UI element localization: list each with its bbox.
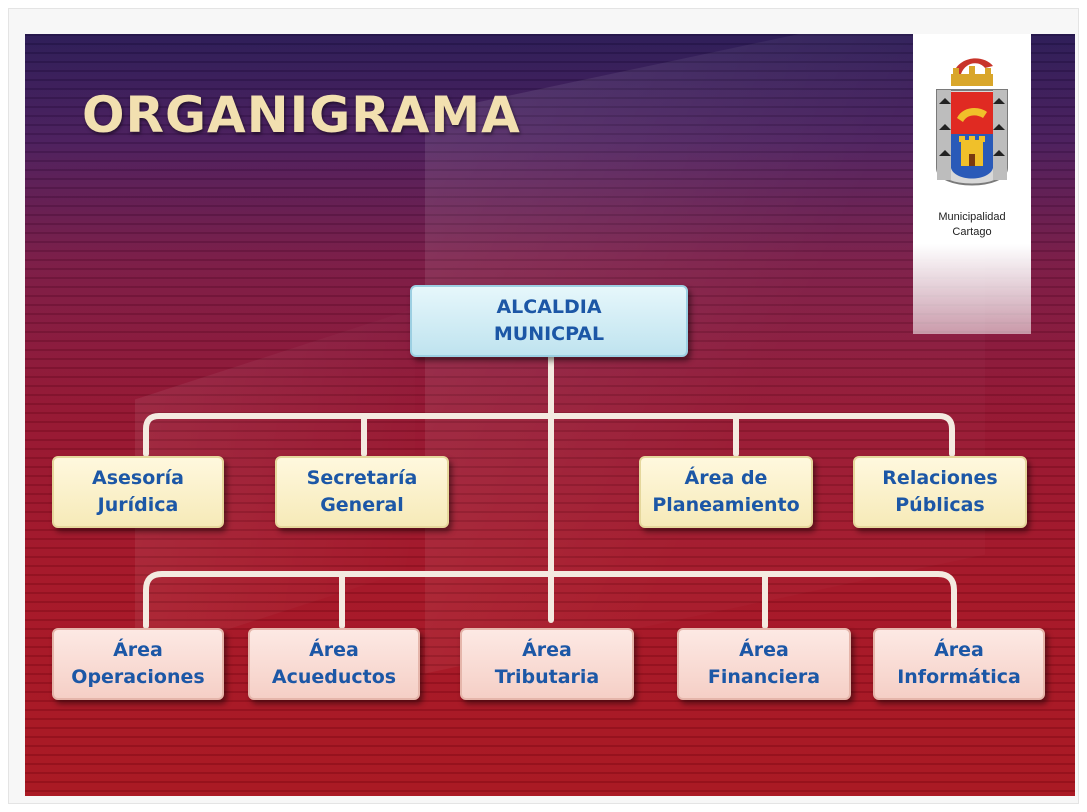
box-label-line2: MUNICPAL <box>493 323 605 345</box>
box-area-tributaria: Área Tributaria <box>460 628 634 700</box>
box-label-line2: Tributaria <box>494 666 600 688</box>
connector-level2-bus <box>143 413 955 457</box>
box-label-line1: Área <box>113 639 163 661</box>
logo-caption-line1: Municipalidad <box>938 211 1006 223</box>
box-label-line2: Jurídica <box>97 494 179 516</box>
box-secretaria-general: Secretaría General <box>275 456 449 528</box>
box-label-line2: Operaciones <box>71 666 205 688</box>
box-label-line2: Financiera <box>707 666 821 688</box>
org-chart-slide: ORGANIGRAMA Mu <box>25 34 1075 796</box>
connector-level3-bus <box>143 571 957 629</box>
box-area-financiera: Área Financiera <box>677 628 851 700</box>
box-label-line1: Secretaría <box>306 467 418 489</box>
box-label-line1: Área <box>739 639 789 661</box>
box-relaciones-publicas: Relaciones Públicas <box>853 456 1027 528</box>
box-label-line1: ALCALDIA <box>496 296 602 318</box>
coat-of-arms-icon <box>936 58 1008 186</box>
logo-caption: Municipalidad Cartago <box>913 210 1031 240</box>
box-label-line2: Informática <box>897 666 1021 688</box>
slide-title: ORGANIGRAMA <box>82 86 521 144</box>
box-area-informatica: Área Informática <box>873 628 1045 700</box>
logo-caption-line2: Cartago <box>952 226 992 238</box>
box-label-line1: Relaciones <box>882 467 998 489</box>
municipality-logo: Municipalidad Cartago <box>913 34 1031 334</box>
box-alcaldia-municipal: ALCALDIA MUNICPAL <box>410 285 688 357</box>
box-label-line1: Área <box>522 639 572 661</box>
box-area-acueductos: Área Acueductos <box>248 628 420 700</box>
box-label-line2: Acueductos <box>271 666 397 688</box>
box-asesoria-juridica: Asesoría Jurídica <box>52 456 224 528</box>
box-area-planeamiento: Área de Planeamiento <box>639 456 813 528</box>
box-label-line1: Asesoría <box>92 467 184 489</box>
box-label-line2: General <box>320 494 404 516</box>
box-label-line2: Públicas <box>895 494 985 516</box>
box-label-line1: Área <box>934 639 984 661</box>
box-area-operaciones: Área Operaciones <box>52 628 224 700</box>
box-label-line1: Área de <box>684 467 768 489</box>
box-label-line2: Planeamiento <box>652 494 800 516</box>
box-label-line1: Área <box>309 639 359 661</box>
connector-lines <box>143 353 957 629</box>
